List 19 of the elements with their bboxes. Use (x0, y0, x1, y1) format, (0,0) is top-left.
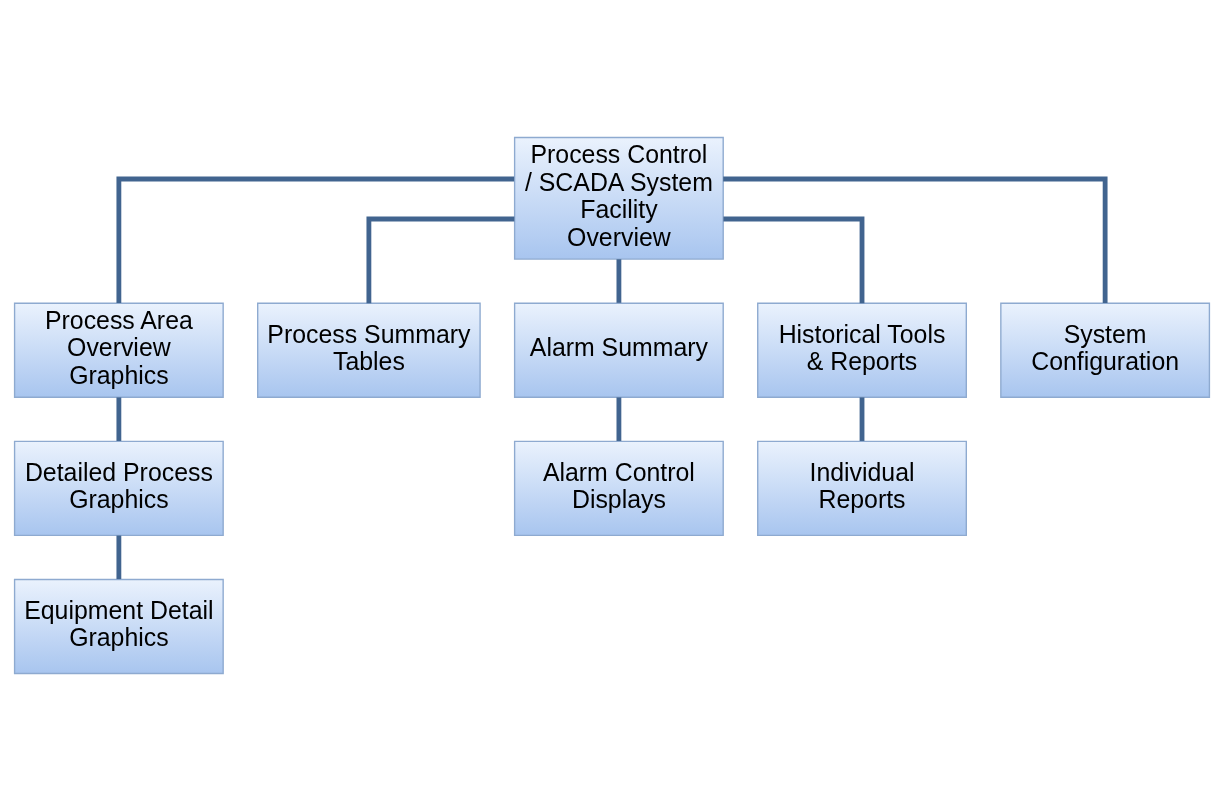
connector (859, 396, 865, 441)
connector (723, 216, 865, 303)
connector (116, 396, 122, 441)
connector (116, 176, 515, 303)
node-box: System Configuration (1000, 302, 1211, 398)
connector (366, 216, 515, 303)
node-box: Individual Reports (757, 440, 967, 536)
node-box: Historical Tools & Reports (757, 302, 967, 398)
node-box: Alarm Control Displays (513, 440, 724, 536)
node-box: Process Area Overview Graphics (13, 302, 224, 398)
connector (723, 176, 1108, 303)
node-box: Detailed Process Graphics (13, 440, 224, 536)
node-box: Process Control / SCADA System Facility Overview (513, 136, 724, 260)
connector (616, 258, 622, 303)
node-box: Process Summary Tables (257, 302, 481, 398)
node-box: Alarm Summary (513, 302, 724, 398)
connector (616, 396, 622, 441)
node-box: Equipment Detail Graphics (13, 578, 224, 674)
connector (116, 535, 122, 579)
